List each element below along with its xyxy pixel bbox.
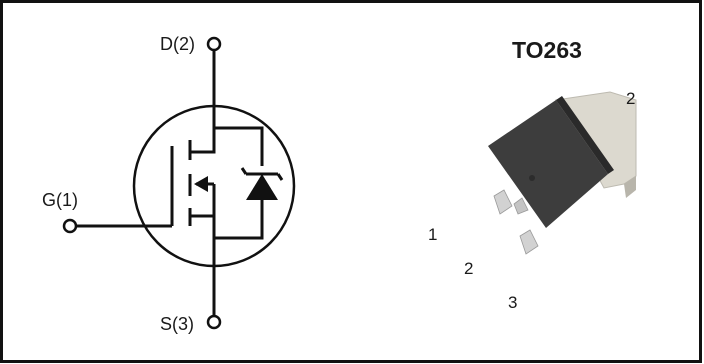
package-tab-edge [624,176,636,198]
package-body [488,100,608,228]
pin-2-label: 2 [464,259,473,278]
package-body-side [556,96,614,174]
lead-1 [493,189,513,215]
drain-terminal [206,36,222,52]
tab-pin-label: 2 [626,89,635,108]
to263-package [488,91,637,255]
drain-connection [190,126,264,166]
drain-label: D(2) [160,34,195,54]
source-connection [190,200,264,240]
gate-terminal [62,218,78,234]
mosfet-symbol [62,36,296,330]
zener-bend-right [276,173,284,181]
source-terminal [206,314,222,330]
lead-3 [519,229,539,255]
gate-label: G(1) [42,190,78,210]
package-title: TO263 [512,37,582,63]
body-arrow [194,176,208,192]
zener-bend-left [240,167,248,175]
lead-2-stub [513,197,529,215]
package-dimple [529,175,535,181]
pin-1-label: 1 [428,225,437,244]
pin-3-label: 3 [508,293,517,312]
source-label: S(3) [160,314,194,334]
zener-diode-triangle [246,174,278,200]
